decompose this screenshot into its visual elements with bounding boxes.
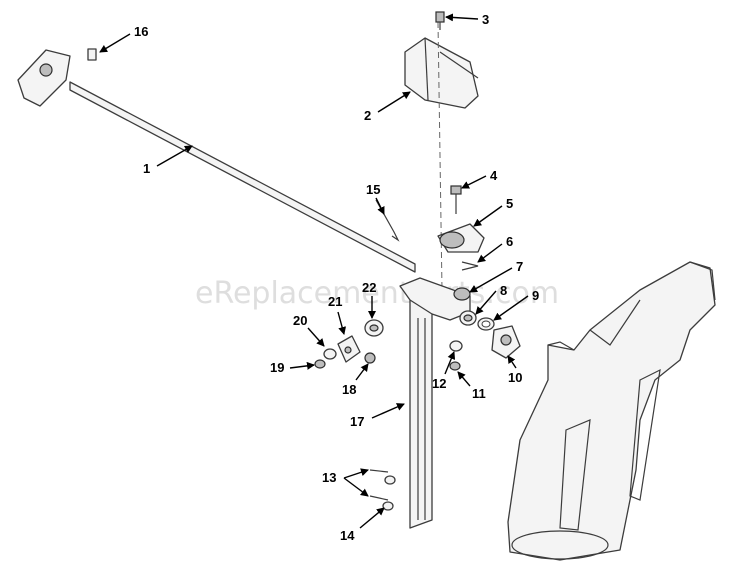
callout-label-11: 11	[472, 386, 486, 401]
callout-8: 8	[475, 283, 507, 315]
watermark-text: eReplacementParts.com	[195, 276, 559, 311]
callout-label-19: 19	[270, 360, 284, 375]
callout-1: 1	[143, 145, 193, 176]
part-8-bushing	[459, 310, 477, 326]
callout-label-10: 10	[508, 370, 522, 385]
callout-17: 17	[350, 403, 405, 429]
callout-11: 11	[457, 371, 486, 401]
callout-14: 14	[340, 507, 385, 543]
callout-label-20: 20	[293, 313, 307, 328]
callout-label-12: 12	[432, 376, 446, 391]
callout-label-4: 4	[490, 168, 498, 183]
part-12-washer	[449, 340, 463, 352]
callout-4: 4	[461, 168, 498, 189]
callout-22: 22	[362, 280, 376, 319]
part-7-nut	[453, 287, 471, 301]
callout-label-6: 6	[506, 234, 513, 249]
part-5-pinion-gear	[437, 223, 485, 253]
callout-9: 9	[493, 288, 539, 321]
callout-18: 18	[342, 363, 369, 397]
part-14-washers	[382, 475, 396, 511]
part-17-chute-bracket	[399, 277, 471, 529]
callout-15: 15	[366, 182, 385, 215]
part-1-crank-rod	[17, 49, 416, 273]
callout-label-1: 1	[143, 161, 150, 176]
part-9-washer	[477, 317, 495, 331]
callout-19: 19	[270, 360, 315, 375]
callout-20: 20	[293, 313, 325, 347]
part-18-spring-washer	[364, 352, 376, 364]
callout-label-2: 2	[364, 108, 371, 123]
callout-2: 2	[364, 91, 411, 123]
callout-label-5: 5	[506, 196, 513, 211]
callout-3: 3	[445, 12, 489, 27]
part-2-gear-cover	[404, 37, 479, 109]
callout-label-21: 21	[328, 294, 342, 309]
part-21-latch	[337, 335, 361, 363]
callout-label-8: 8	[500, 283, 507, 298]
callout-label-16: 16	[134, 24, 148, 39]
callout-label-3: 3	[482, 12, 489, 27]
part-10-guide	[491, 325, 521, 359]
callout-12: 12	[432, 351, 456, 391]
callout-13: 13	[322, 468, 369, 497]
part-11-nut	[449, 361, 461, 371]
callout-label-18: 18	[342, 382, 356, 397]
callout-label-13: 13	[322, 470, 336, 485]
callout-10: 10	[507, 355, 522, 385]
part-20-washer	[323, 348, 337, 360]
part-4-bolt	[450, 185, 462, 214]
callout-label-17: 17	[350, 414, 364, 429]
callout-5: 5	[473, 196, 513, 227]
part-discharge-chute	[507, 261, 716, 561]
callout-7: 7	[469, 259, 523, 293]
callout-6: 6	[477, 234, 513, 263]
callout-label-15: 15	[366, 182, 380, 197]
callout-label-14: 14	[340, 528, 355, 543]
part-16-pin	[87, 48, 97, 61]
callout-label-7: 7	[516, 259, 523, 274]
callout-label-22: 22	[362, 280, 376, 295]
part-13-bolts	[369, 469, 389, 501]
callout-label-9: 9	[532, 288, 539, 303]
part-22-bushing	[364, 319, 384, 337]
part-6-washer	[461, 261, 479, 271]
part-15-clip	[375, 199, 400, 242]
callout-16: 16	[99, 24, 148, 53]
callout-21: 21	[328, 294, 347, 335]
part-19-nut	[314, 359, 326, 369]
part-3-screw	[435, 11, 445, 30]
